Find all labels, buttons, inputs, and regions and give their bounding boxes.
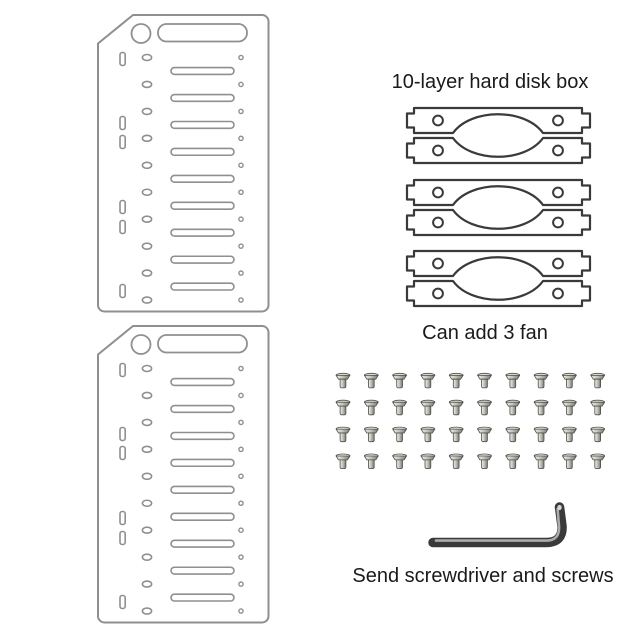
screw bbox=[363, 453, 379, 470]
screw bbox=[590, 453, 606, 470]
screw bbox=[590, 399, 606, 416]
screw bbox=[392, 372, 407, 389]
title-text: 10-layer hard disk box bbox=[391, 71, 589, 93]
fan-bracket-pair bbox=[405, 249, 592, 308]
screw bbox=[562, 453, 577, 470]
screw bbox=[363, 372, 379, 389]
screw bbox=[562, 426, 577, 443]
side-panel-bottom bbox=[97, 325, 270, 624]
side-panel-top bbox=[97, 14, 270, 313]
screw bbox=[420, 399, 436, 416]
screw bbox=[505, 453, 521, 470]
screw bbox=[505, 372, 521, 389]
screw bbox=[420, 453, 436, 470]
screw bbox=[363, 399, 379, 416]
fan-bracket-pair bbox=[405, 178, 592, 237]
screw bbox=[505, 426, 521, 443]
screw bbox=[335, 426, 351, 443]
screw bbox=[562, 399, 577, 416]
screw bbox=[392, 399, 407, 416]
screw bbox=[420, 372, 436, 389]
fan-bracket-pair bbox=[405, 106, 592, 165]
screw bbox=[335, 399, 351, 416]
screws-grid bbox=[335, 372, 606, 470]
screw bbox=[562, 372, 577, 389]
screwdriver bbox=[428, 502, 567, 548]
screw bbox=[363, 426, 379, 443]
screw bbox=[335, 372, 351, 389]
fan-brackets bbox=[405, 106, 592, 308]
screw bbox=[590, 426, 606, 443]
screw bbox=[533, 453, 549, 470]
screw bbox=[448, 453, 464, 470]
screw bbox=[533, 399, 549, 416]
fan-count-note: Can add 3 fan bbox=[422, 322, 548, 344]
accessories-note: Send screwdriver and screws bbox=[352, 565, 614, 587]
screw bbox=[477, 372, 492, 389]
screw bbox=[335, 453, 351, 470]
screw bbox=[590, 372, 606, 389]
screw bbox=[420, 426, 436, 443]
screw bbox=[477, 399, 492, 416]
screw bbox=[448, 399, 464, 416]
screw bbox=[477, 453, 492, 470]
side-panels bbox=[97, 14, 270, 624]
screw bbox=[533, 426, 549, 443]
screw bbox=[448, 372, 464, 389]
screw bbox=[392, 426, 407, 443]
screw bbox=[533, 372, 549, 389]
screw bbox=[505, 399, 521, 416]
screw bbox=[448, 426, 464, 443]
screw bbox=[392, 453, 407, 470]
screw bbox=[477, 426, 492, 443]
